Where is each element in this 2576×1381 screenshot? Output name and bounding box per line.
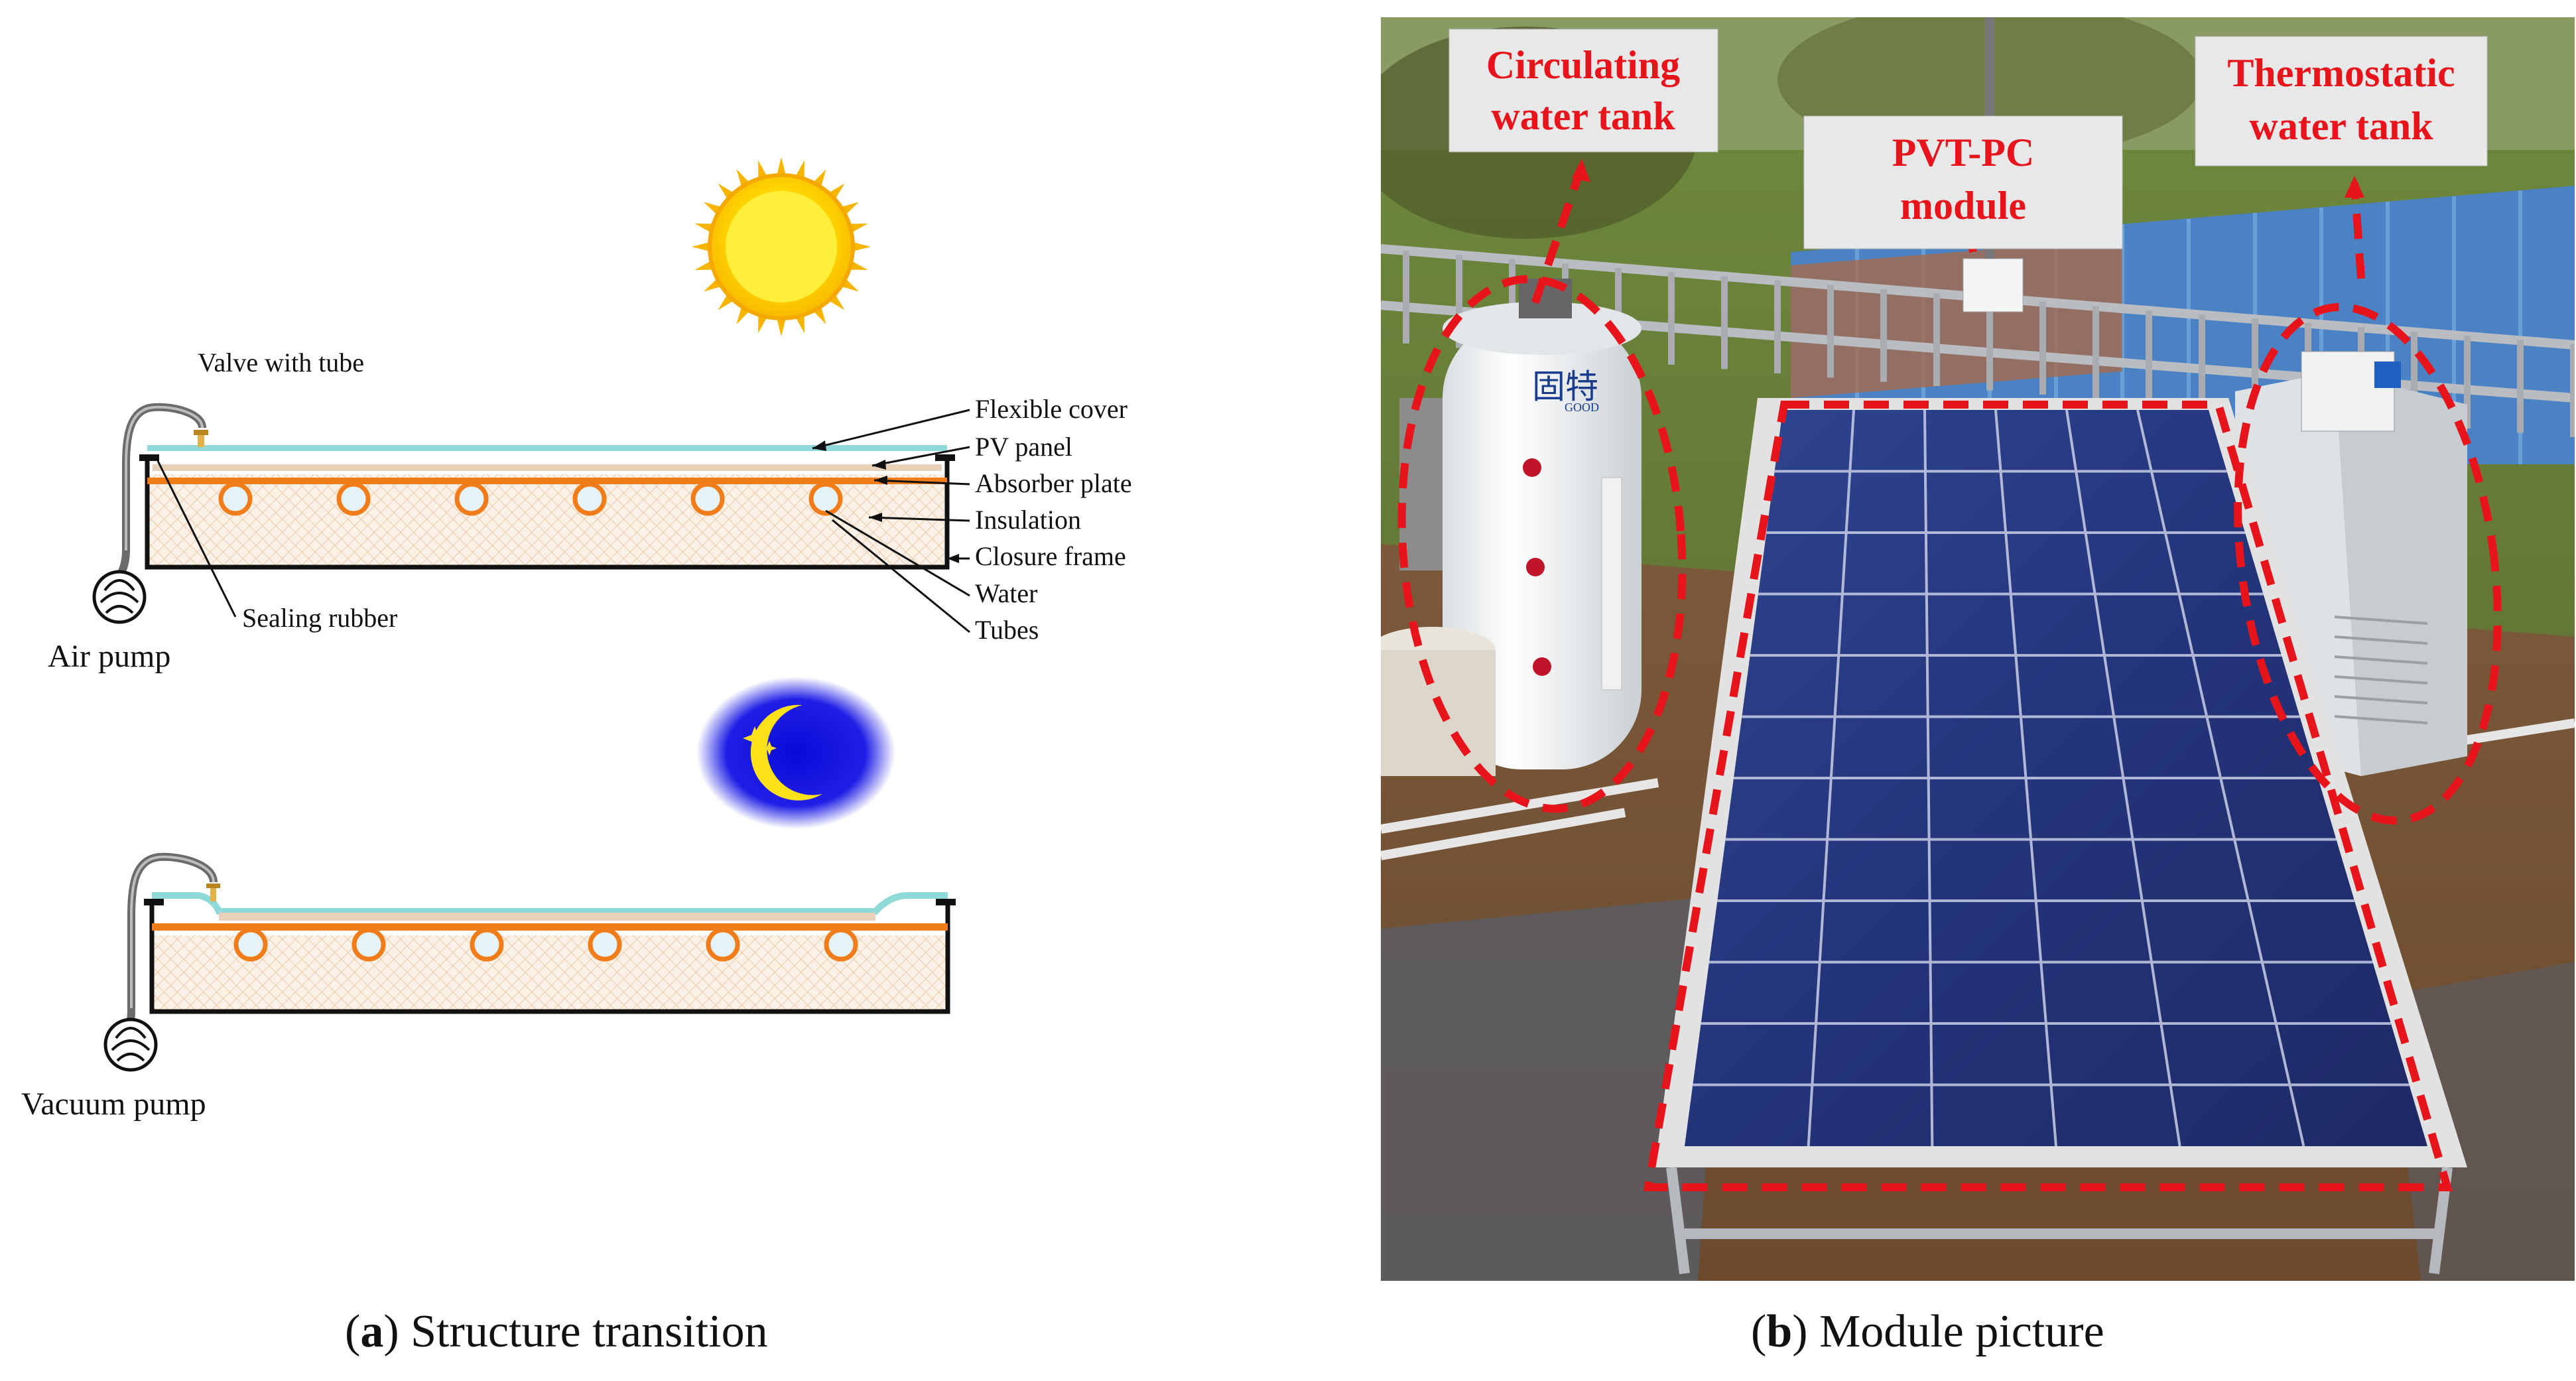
vacuum-pump-icon <box>103 1018 158 1072</box>
caption-b: (b) Module picture <box>1751 1306 2104 1357</box>
collector-day <box>139 430 955 570</box>
tube-icon <box>218 482 253 516</box>
tube-icon <box>706 927 740 962</box>
tube-icon <box>352 927 386 962</box>
panel-b-module-photo: 固特 GOOD <box>1381 17 2575 1357</box>
caption-b-text: Module picture <box>1808 1306 2104 1357</box>
panel-a-structure-diagram: Valve with tube Flexible cover PV panel … <box>21 157 1132 1357</box>
tube-icon <box>233 927 268 962</box>
tube-icon <box>588 927 622 962</box>
label-sealing-rubber: Sealing rubber <box>242 603 397 633</box>
tube-icon <box>824 927 858 962</box>
label-circulating-line2: water tank <box>1491 94 1675 138</box>
leader-lines <box>157 409 970 633</box>
leader-arrowheads <box>812 440 959 563</box>
tube-icon <box>470 927 504 962</box>
sun-icon <box>692 157 871 336</box>
moon-icon <box>696 677 895 829</box>
label-box-pvt: PVT-PC module <box>1803 115 2123 249</box>
label-water: Water <box>975 578 1038 608</box>
tube-icon <box>336 482 371 516</box>
tube-icon <box>808 482 843 516</box>
tank-brand-sub: GOOD <box>1565 401 1599 414</box>
tank-brand: 固特 <box>1532 368 1598 405</box>
tube-icon <box>454 482 489 516</box>
label-insulation: Insulation <box>975 505 1081 535</box>
label-circulating-line1: Circulating <box>1486 43 1680 87</box>
label-pvt-line2: module <box>1900 184 2026 228</box>
tube-icon <box>690 482 725 516</box>
label-pvt-line1: PVT-PC <box>1892 131 2034 174</box>
label-pv-panel: PV panel <box>975 432 1072 462</box>
label-absorber-plate: Absorber plate <box>975 468 1132 498</box>
caption-a-text: Structure transition <box>399 1306 768 1357</box>
caption-a-letter: a <box>360 1306 383 1357</box>
air-pump-icon <box>92 570 147 624</box>
label-box-thermostatic: Thermostatic water tank <box>2195 36 2488 166</box>
label-box-circulating: Circulating water tank <box>1449 29 1718 153</box>
label-closure-frame: Closure frame <box>975 541 1126 571</box>
collector-night <box>144 884 956 1014</box>
label-air-pump: Air pump <box>48 639 170 674</box>
label-tubes: Tubes <box>975 615 1039 645</box>
caption-b-letter: b <box>1766 1306 1792 1357</box>
label-vacuum-pump: Vacuum pump <box>21 1086 206 1122</box>
label-flexible-cover: Flexible cover <box>975 394 1127 424</box>
label-thermostatic-line2: water tank <box>2249 104 2433 148</box>
tube-icon <box>572 482 607 516</box>
label-thermostatic-line1: Thermostatic <box>2227 51 2455 95</box>
label-valve-with-tube: Valve with tube <box>198 348 364 377</box>
caption-a: (a) Structure transition <box>345 1306 768 1357</box>
